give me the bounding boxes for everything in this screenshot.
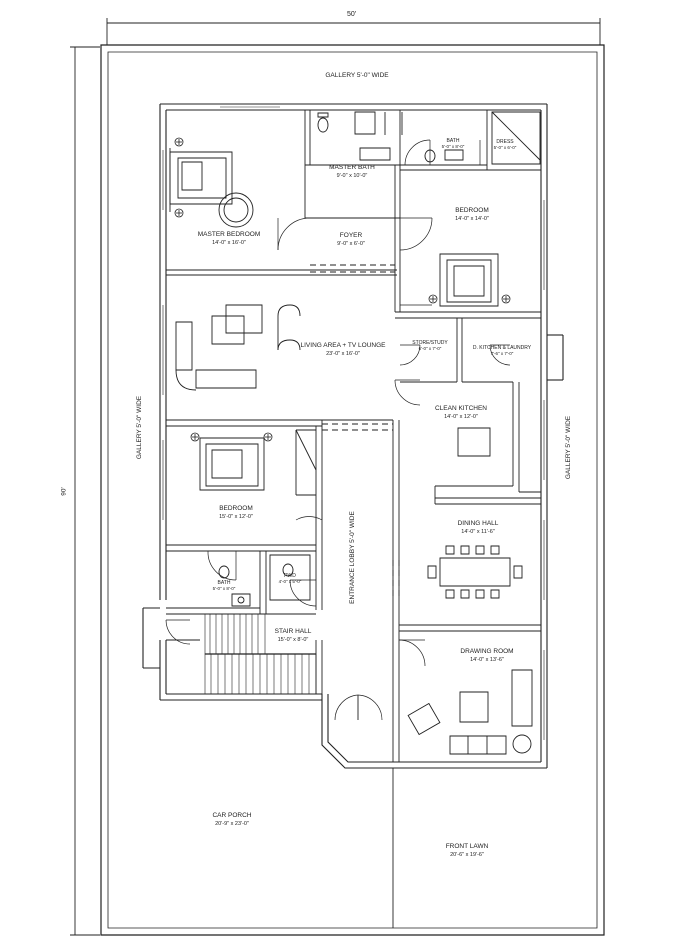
master-bed-furniture xyxy=(170,148,253,227)
room-size: 14'-0" x 13'-6" xyxy=(470,657,504,663)
room-size: 23'-0" x 16'-0" xyxy=(326,351,360,357)
room-name: DINING HALL xyxy=(457,520,499,527)
kitchen-fixtures xyxy=(458,428,490,456)
room-name: FOYER xyxy=(339,232,363,239)
room-size: 5'-0" x 8'-0" xyxy=(441,144,465,149)
gallery-top-label: GALLERY 5'-0" WIDE xyxy=(325,72,389,79)
room-name: CAR PORCH xyxy=(212,812,252,819)
room-label-store: STORE/STUDY 6'-0" x 7'-0" xyxy=(412,340,447,352)
plot-boundary xyxy=(101,45,604,935)
door-swings xyxy=(166,140,510,720)
room-name: FRONT LAWN xyxy=(445,843,489,850)
room-label-bath-top: BATH 5'-0" x 8'-0" xyxy=(442,138,465,150)
room-label-master-bedroom: MASTER BEDROOM 14'-0" x 16'-0" xyxy=(198,231,260,247)
room-size: 15'-0" x 12'-0" xyxy=(219,514,253,520)
gallery-left-label: GALLERY 5'-0" WIDE xyxy=(136,395,144,460)
gallery-right-label: GALLERY 5'-0" WIDE xyxy=(565,415,573,480)
room-size: 20'-6" x 19'-6" xyxy=(450,852,484,858)
room-size: 9'-0" x 10'-0" xyxy=(336,173,368,179)
drawing-furniture xyxy=(408,670,532,754)
room-size: 4'-0" x 5'-0" xyxy=(278,579,302,584)
width-dimension-line xyxy=(107,18,600,45)
room-name: PWD xyxy=(284,573,296,579)
room-label-entrance-lobby: ENTRANCE LOBBY 5'-0" WIDE xyxy=(348,511,356,604)
room-label-master-bath: MASTER BATH 9'-0" x 10'-0" xyxy=(329,164,375,180)
room-label-clean-kitchen: CLEAN KITCHEN 14'-0" x 12'-0" xyxy=(435,405,487,421)
room-label-stair-hall: STAIR HALL 15'-0" x 8'-0" xyxy=(275,628,312,644)
room-size: 14'-0" x 11'-6" xyxy=(461,529,495,535)
staircase xyxy=(205,614,316,694)
windows xyxy=(163,107,544,740)
electrical-symbols xyxy=(175,138,510,441)
room-label-bath-left: BATH 5'-0" x 8'-0" xyxy=(213,580,236,592)
dining-table xyxy=(428,546,522,598)
room-size: 7'-6" x 7'-0" xyxy=(490,351,514,356)
room-name: BATH xyxy=(446,138,460,144)
depth-dimension-line xyxy=(70,47,100,935)
room-size: 15'-0" x 8'-0" xyxy=(277,637,309,643)
plot-inner-boundary xyxy=(108,52,597,928)
room-name: BATH xyxy=(217,580,231,586)
top-bath-fixtures xyxy=(402,112,540,164)
room-label-bedroom-right: BEDROOM 14'-0" x 14'-0" xyxy=(455,207,489,223)
room-name: STORE/STUDY xyxy=(412,340,448,346)
room-size: 14'-0" x 16'-0" xyxy=(212,240,246,246)
width-dimension-label: 50' xyxy=(347,11,357,18)
left-bath-fixtures xyxy=(219,555,310,606)
room-label-drawing: DRAWING ROOM 14'-0" x 13'-6" xyxy=(460,648,513,664)
room-label-car-porch: CAR PORCH 20'-9" x 23'-0" xyxy=(212,812,251,828)
room-label-dirty-kitchen: D. KITCHEN & LAUNDRY 7'-6" x 7'-0" xyxy=(473,345,531,357)
room-name: STAIR HALL xyxy=(274,628,312,635)
room-name: LIVING AREA + TV LOUNGE xyxy=(300,342,386,349)
room-name: MASTER BATH xyxy=(329,164,375,171)
left-bed-furniture xyxy=(200,430,316,495)
room-label-pwd: PWD 4'-0" x 5'-0" xyxy=(279,573,302,585)
room-name: D. KITCHEN & LAUNDRY xyxy=(472,345,532,351)
room-label-living: LIVING AREA + TV LOUNGE 23'-0" x 16'-0" xyxy=(301,342,386,358)
room-size: 5'-0" x 6'-0" xyxy=(493,145,517,150)
room-label-foyer: FOYER 9'-0" x 6'-0" xyxy=(337,232,365,248)
room-name: BEDROOM xyxy=(219,505,253,512)
room-name: DRAWING ROOM xyxy=(460,648,514,655)
right-bed-furniture xyxy=(440,254,498,306)
open-arches xyxy=(310,265,399,600)
room-name: CLEAN KITCHEN xyxy=(434,405,488,412)
room-size: 20'-9" x 23'-0" xyxy=(215,821,249,827)
room-size: 5'-0" x 8'-0" xyxy=(212,586,236,591)
depth-dimension-label: 90' xyxy=(60,487,68,496)
room-size: 9'-0" x 6'-0" xyxy=(337,241,365,247)
room-size: 6'-0" x 7'-0" xyxy=(418,346,442,351)
room-label-front-lawn: FRONT LAWN 20'-6" x 19'-6" xyxy=(446,843,489,859)
room-name: BEDROOM xyxy=(455,207,489,214)
room-label-dining: DINING HALL 14'-0" x 11'-6" xyxy=(458,520,499,536)
room-size: 14'-0" x 14'-0" xyxy=(455,216,489,222)
room-label-bedroom-left: BEDROOM 15'-0" x 12'-0" xyxy=(219,505,253,521)
room-size: 14'-0" x 12'-0" xyxy=(444,414,478,420)
room-name: MASTER BEDROOM xyxy=(197,231,261,238)
living-furniture xyxy=(176,305,300,390)
building-outer-walls xyxy=(143,104,563,768)
room-name: DRESS xyxy=(496,139,514,145)
master-bath-fixtures xyxy=(318,112,390,160)
room-label-dress: DRESS 5'-0" x 6'-0" xyxy=(494,139,517,151)
